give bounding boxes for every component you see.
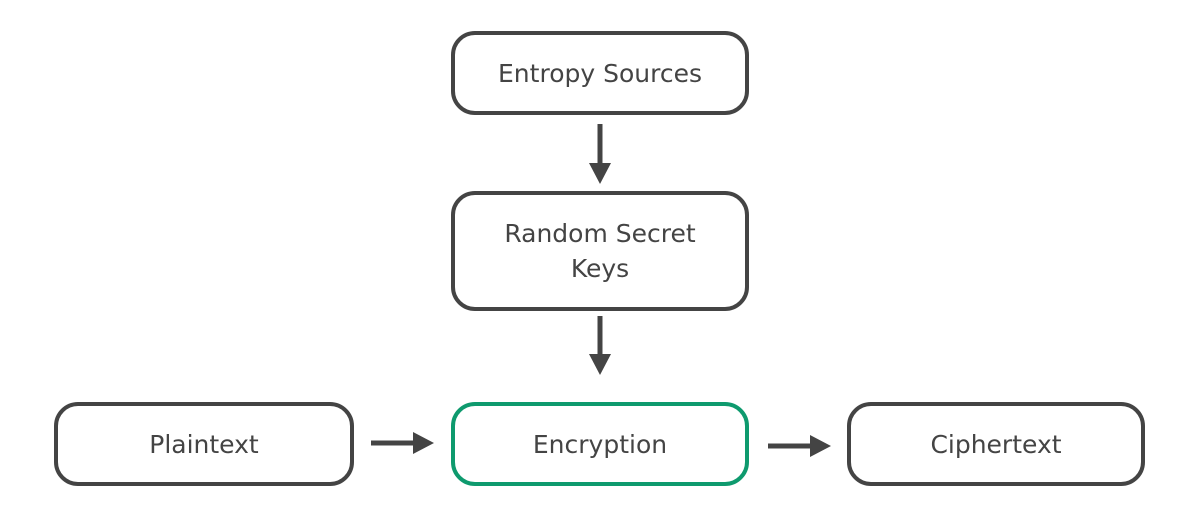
arrow-plaintext-to-encryption: [371, 432, 434, 454]
arrow-encryption-to-ciphertext: [768, 435, 831, 457]
entropy-sources-node: Entropy Sources: [451, 31, 749, 115]
ciphertext-node: Ciphertext: [847, 402, 1145, 486]
plaintext-node: Plaintext: [54, 402, 354, 486]
arrow-keys-to-encryption: [589, 316, 611, 375]
encryption-node: Encryption: [451, 402, 749, 486]
random-secret-keys-node: Random Secret Keys: [451, 191, 749, 311]
arrow-entropy-to-keys: [589, 124, 611, 184]
